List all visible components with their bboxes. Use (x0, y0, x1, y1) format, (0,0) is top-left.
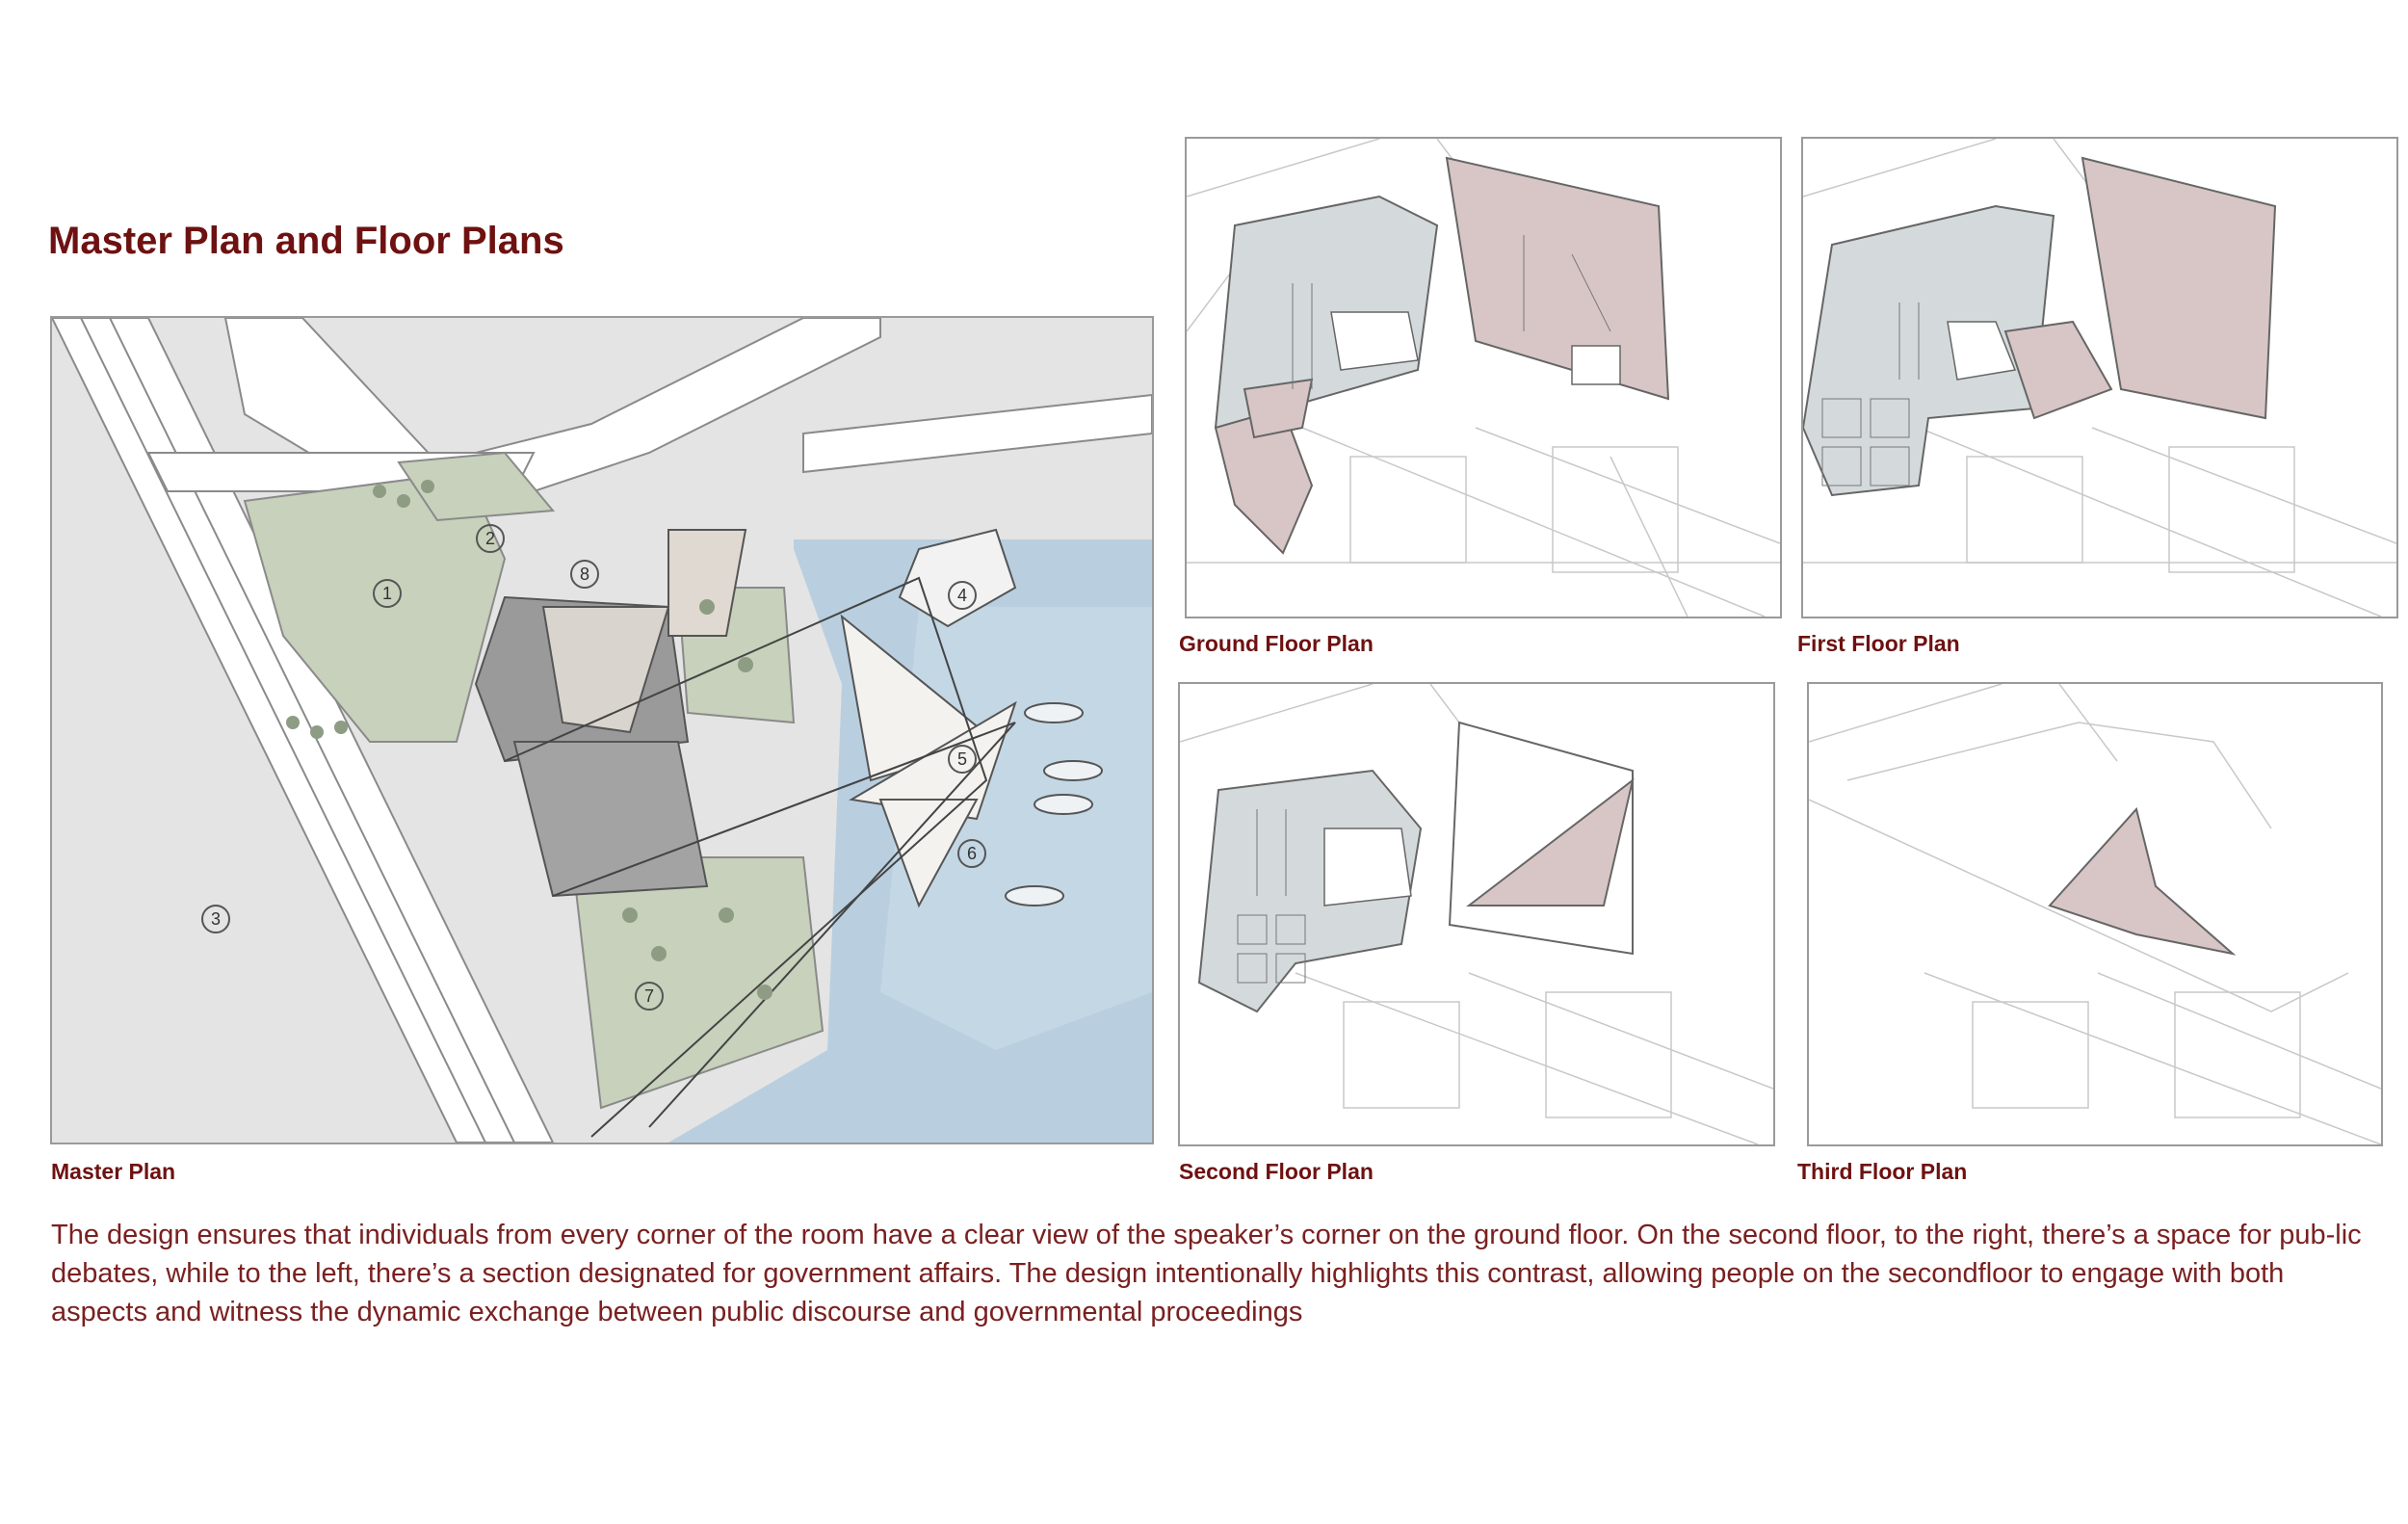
second-floor-plan-caption: Second Floor Plan (1179, 1159, 1374, 1184)
first-floor-plan-caption: First Floor Plan (1797, 631, 1960, 656)
page-title: Master Plan and Floor Plans (48, 220, 564, 262)
marker-7: 7 (644, 986, 654, 1006)
third-floor-plan-caption: Third Floor Plan (1797, 1159, 1968, 1184)
first-floor-plan-drawing (1801, 137, 2398, 618)
ground-floor-plan-drawing (1185, 137, 1782, 618)
marker-6: 6 (967, 844, 977, 863)
master-plan-drawing: 1 2 3 4 5 6 7 8 (50, 316, 1154, 1144)
marker-3: 3 (211, 909, 221, 929)
master-plan-caption: Master Plan (51, 1159, 176, 1184)
marker-8: 8 (580, 565, 589, 584)
marker-2: 2 (485, 529, 495, 548)
marker-1: 1 (382, 584, 392, 603)
marker-4: 4 (957, 586, 967, 605)
second-floor-plan-drawing (1178, 682, 1775, 1146)
ground-floor-plan-caption: Ground Floor Plan (1179, 631, 1374, 656)
project-description: The design ensures that individuals from… (51, 1220, 2362, 1327)
marker-5: 5 (957, 749, 967, 769)
third-floor-plan-drawing (1807, 682, 2383, 1146)
